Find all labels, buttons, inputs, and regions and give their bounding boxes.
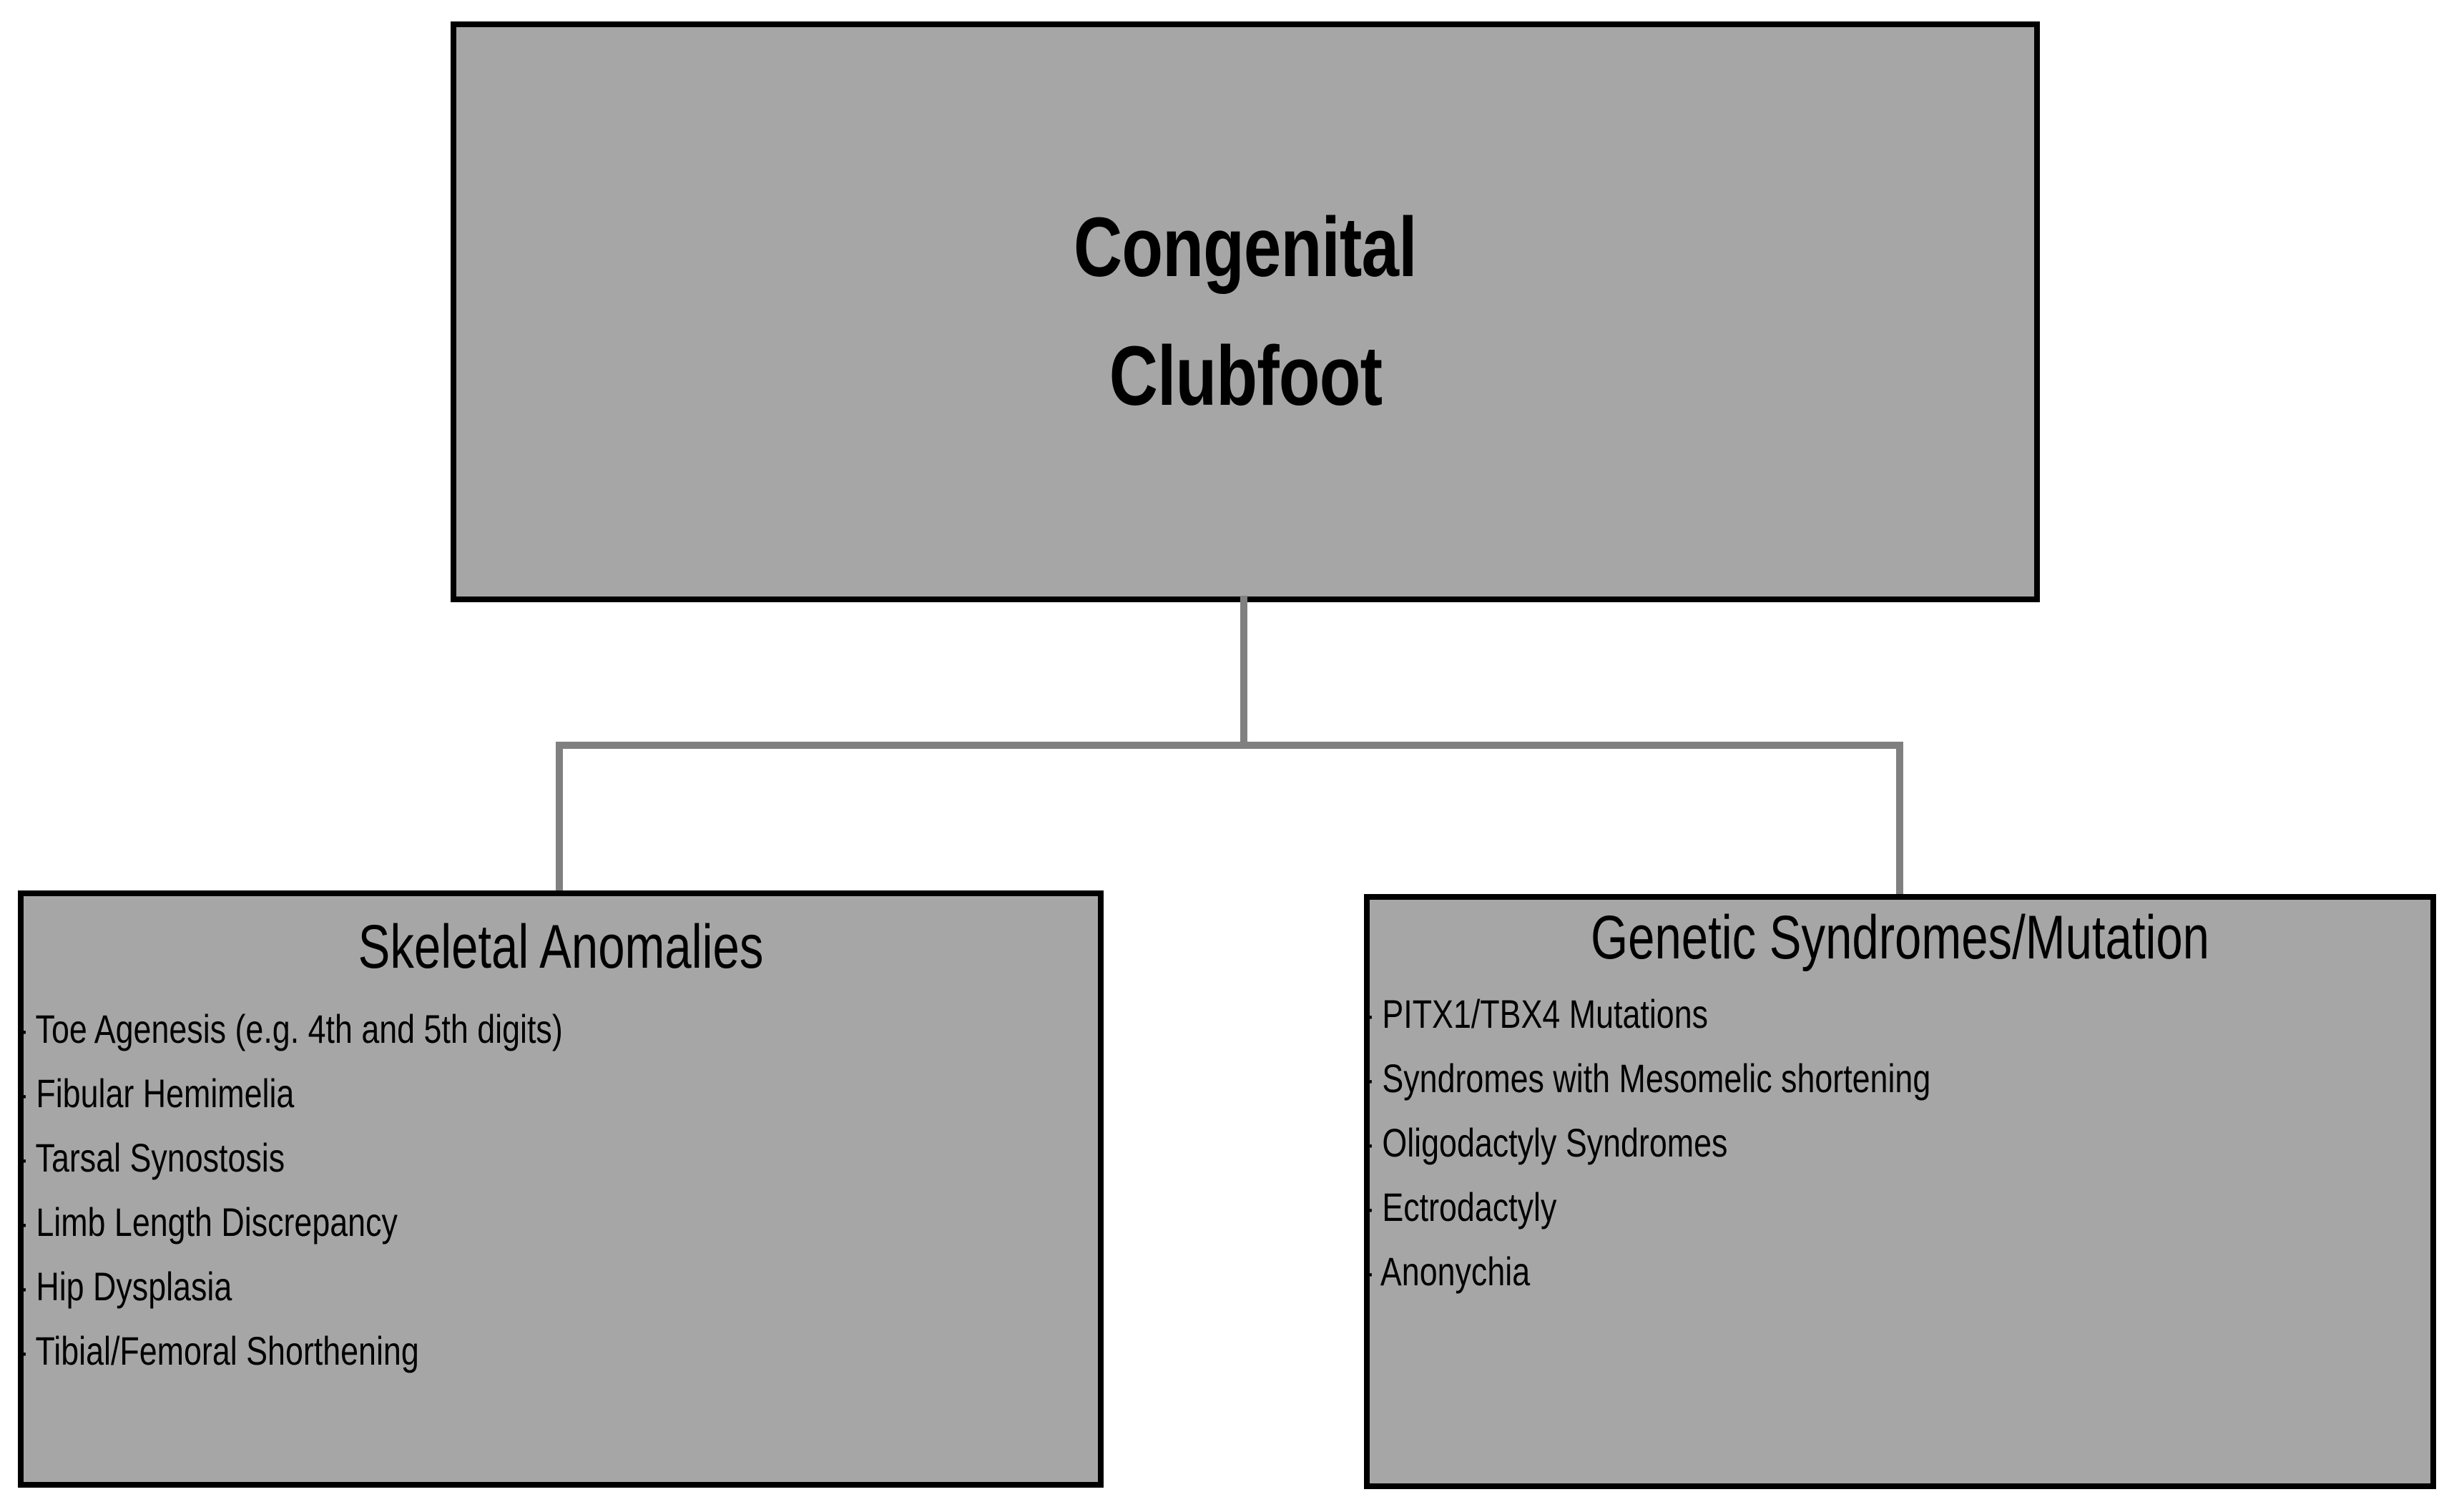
connector-horizontal-bar <box>556 742 1903 749</box>
root-node-congenital-clubfoot[interactable]: Congenital Clubfoot <box>451 21 2040 602</box>
root-node-title-line-1: Congenital <box>1074 200 1418 295</box>
list-item: - Tibial/Femoral Shorthening <box>24 1331 1098 1380</box>
root-node-title-line-2: Clubfoot <box>1109 329 1382 423</box>
connector-stem-vertical <box>1240 596 1247 745</box>
list-item: - Limb Length Discrepancy <box>24 1202 1098 1251</box>
skeletal-item-label: - Toe Agenesis (e.g. 4th and 5th digits) <box>24 1009 563 1051</box>
list-item: - Anonychia <box>1370 1252 2430 1300</box>
skeletal-item-label: - Tarsal Synostosis <box>24 1138 285 1180</box>
skeletal-item-label: - Limb Length Discrepancy <box>24 1202 398 1245</box>
list-item: - Syndromes with Mesomelic shortening <box>1370 1059 2430 1107</box>
genetic-node-title: Genetic Syndromes/Mutation <box>1590 903 2209 972</box>
list-item: - Hip Dysplasia <box>24 1267 1098 1315</box>
genetic-item-label: - PITX1/TBX4 Mutations <box>1370 994 1709 1036</box>
skeletal-item-list: - Toe Agenesis (e.g. 4th and 5th digits)… <box>24 1009 1098 1395</box>
skeletal-item-label: - Fibular Hemimelia <box>24 1074 295 1116</box>
child-node-skeletal-anomalies[interactable]: Skeletal Anomalies - Toe Agenesis (e.g. … <box>18 890 1104 1488</box>
list-item: - Fibular Hemimelia <box>24 1074 1098 1122</box>
list-item: - PITX1/TBX4 Mutations <box>1370 994 2430 1043</box>
genetic-item-label: - Ectrodactyly <box>1370 1187 1557 1229</box>
list-item: - Ectrodactyly <box>1370 1187 2430 1236</box>
connector-drop-to-skeletal <box>556 742 563 893</box>
list-item: - Tarsal Synostosis <box>24 1138 1098 1187</box>
list-item: - Oligodactyly Syndromes <box>1370 1123 2430 1172</box>
child-node-genetic-syndromes[interactable]: Genetic Syndromes/Mutation - PITX1/TBX4 … <box>1364 894 2436 1489</box>
list-item: - Toe Agenesis (e.g. 4th and 5th digits) <box>24 1009 1098 1058</box>
genetic-item-label: - Anonychia <box>1370 1252 1531 1294</box>
genetic-item-label: - Syndromes with Mesomelic shortening <box>1370 1059 1931 1101</box>
skeletal-item-label: - Tibial/Femoral Shorthening <box>24 1331 419 1373</box>
skeletal-item-label: - Hip Dysplasia <box>24 1267 232 1309</box>
skeletal-node-title: Skeletal Anomalies <box>358 913 764 981</box>
genetic-item-label: - Oligodactyly Syndromes <box>1370 1123 1728 1165</box>
connector-drop-to-genetic <box>1896 742 1903 896</box>
genetic-item-list: - PITX1/TBX4 Mutations - Syndromes with … <box>1370 994 2430 1316</box>
